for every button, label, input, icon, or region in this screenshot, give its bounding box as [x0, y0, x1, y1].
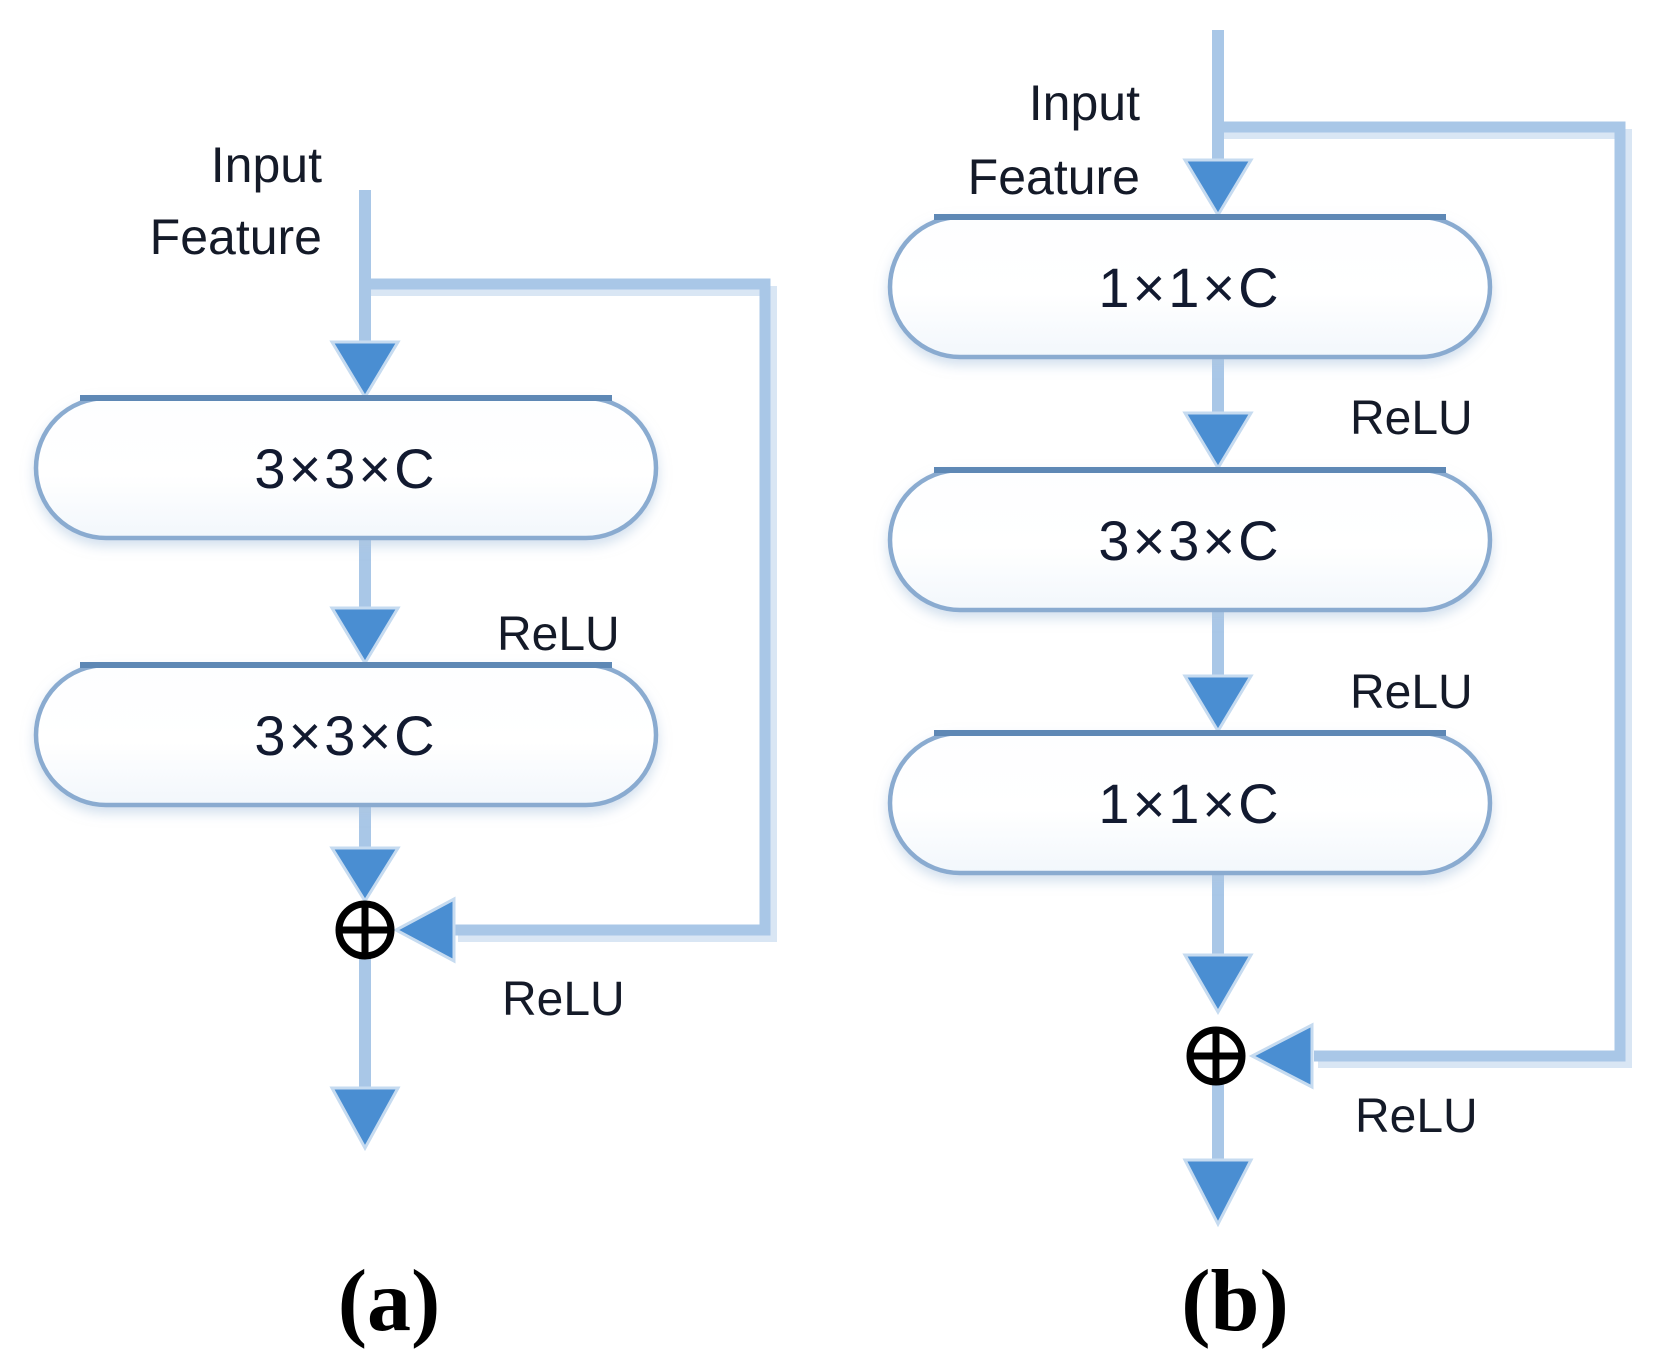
conv-box-b2-label: 3×3×C [1098, 509, 1281, 572]
conv-box-a2-label: 3×3×C [254, 704, 437, 767]
skip-connection-highlight-b [1224, 129, 1632, 1068]
panel-caption-a: (a) [338, 1253, 441, 1350]
panel-caption-b: (b) [1181, 1253, 1289, 1350]
arrowhead-down-icon-b-output [1182, 1158, 1254, 1228]
relu-label-b3: ReLU [1355, 1090, 1478, 1143]
conv-box-b2: 3×3×C [887, 467, 1493, 613]
relu-label-b2: ReLU [1350, 666, 1473, 719]
input-feature-label-line2-b: Feature [968, 149, 1140, 205]
arrowhead-down-icon-b2 [1182, 411, 1254, 471]
conv-box-b3-label: 1×1×C [1098, 772, 1281, 835]
arrowhead-down-icon-a3 [329, 846, 401, 904]
arrowhead-down-icon-b1 [1182, 158, 1254, 218]
relu-label-a1: ReLU [497, 608, 620, 661]
relu-label-a2: ReLU [502, 973, 625, 1026]
conv-box-a1-label: 3×3×C [254, 437, 437, 500]
input-feature-label-line1-a: Input [211, 137, 322, 193]
conv-box-b3: 1×1×C [887, 730, 1493, 876]
skip-arrowhead-left-icon-b [1248, 1022, 1314, 1090]
skip-connection-highlight-a [371, 286, 777, 942]
input-feature-label-line2-a: Feature [150, 209, 322, 265]
arrowhead-down-icon-a2 [329, 606, 401, 666]
conv-box-b1: 1×1×C [887, 214, 1493, 360]
elementwise-sum-icon-a [335, 900, 395, 960]
skip-connection-line-b [1218, 121, 1626, 1062]
elementwise-sum-icon-b [1186, 1026, 1246, 1086]
relu-label-b1: ReLU [1350, 392, 1473, 445]
arrowhead-down-icon-a1 [329, 340, 401, 400]
conv-box-b1-label: 1×1×C [1098, 256, 1281, 319]
conv-box-a1: 3×3×C [33, 395, 659, 541]
panel-a: 3×3×C 3×3×C Input Feature ReLU ReLU (a) [33, 137, 777, 1350]
skip-arrowhead-left-icon-a [392, 896, 456, 964]
input-feature-label-line1-b: Input [1029, 75, 1140, 131]
skip-connection-line-a [365, 278, 771, 936]
arrowhead-down-icon-b3 [1182, 674, 1254, 734]
conv-box-a2: 3×3×C [33, 662, 659, 808]
panel-b: 1×1×C 3×3×C 1×1×C Input Feature ReLU ReL… [887, 30, 1632, 1350]
arrowhead-down-icon-a-output [329, 1086, 401, 1152]
arrowhead-down-icon-b4 [1182, 953, 1254, 1015]
